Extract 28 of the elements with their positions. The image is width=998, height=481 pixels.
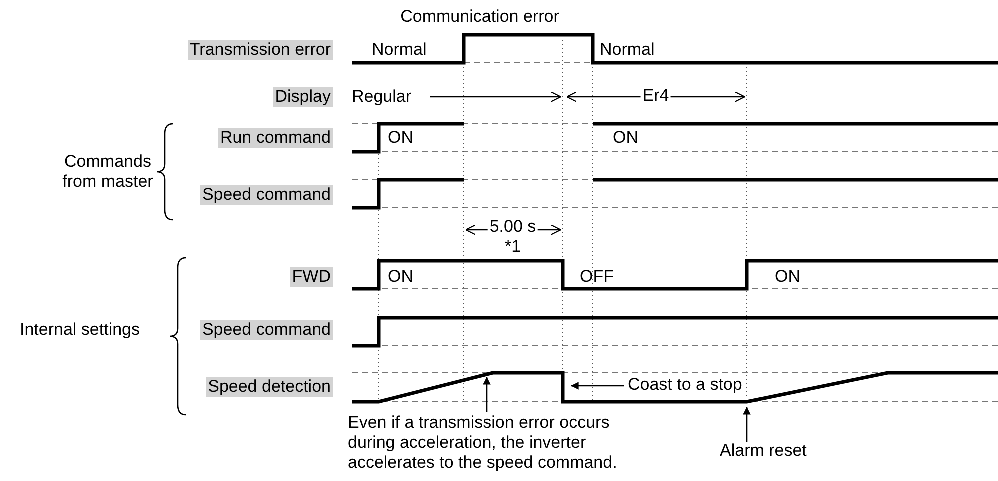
- signal-name: Display: [273, 87, 333, 107]
- time-label: 5.00 s: [488, 218, 538, 235]
- signal-waveform: [352, 371, 998, 404]
- state-label: Normal: [372, 40, 427, 60]
- state-label: Regular: [352, 87, 412, 107]
- heading-text: Communication error: [400, 7, 560, 27]
- signal-name: Speed command: [200, 185, 333, 205]
- leader-arrow: [483, 377, 491, 412]
- signal-name: Transmission error: [188, 40, 333, 60]
- footnote-mark: *1: [504, 237, 522, 257]
- state-label: OFF: [580, 267, 614, 287]
- state-label: ON: [613, 128, 638, 148]
- state-label: ON: [775, 267, 800, 287]
- state-label: ON: [388, 267, 414, 287]
- signal-name: Speed command: [200, 320, 333, 340]
- signal-name: Run command: [218, 128, 333, 148]
- annotation-text: Coast to a stop: [628, 376, 742, 394]
- state-label: Normal: [600, 40, 655, 60]
- leader-arrow: [571, 382, 624, 390]
- leader-arrow: [743, 407, 751, 442]
- state-label: Er4: [640, 87, 672, 104]
- note-text: Even if a transmission error occurs during acceleration, the inverter accelerates to the speed command.: [348, 413, 648, 473]
- group-label: Internal settings: [20, 320, 140, 340]
- signal-name: Speed detection: [206, 377, 333, 397]
- annotation-text: Alarm reset: [720, 442, 807, 460]
- state-label: ON: [388, 128, 414, 148]
- group-label: Commands from master: [62, 152, 154, 192]
- signal-name: FWD: [290, 267, 333, 287]
